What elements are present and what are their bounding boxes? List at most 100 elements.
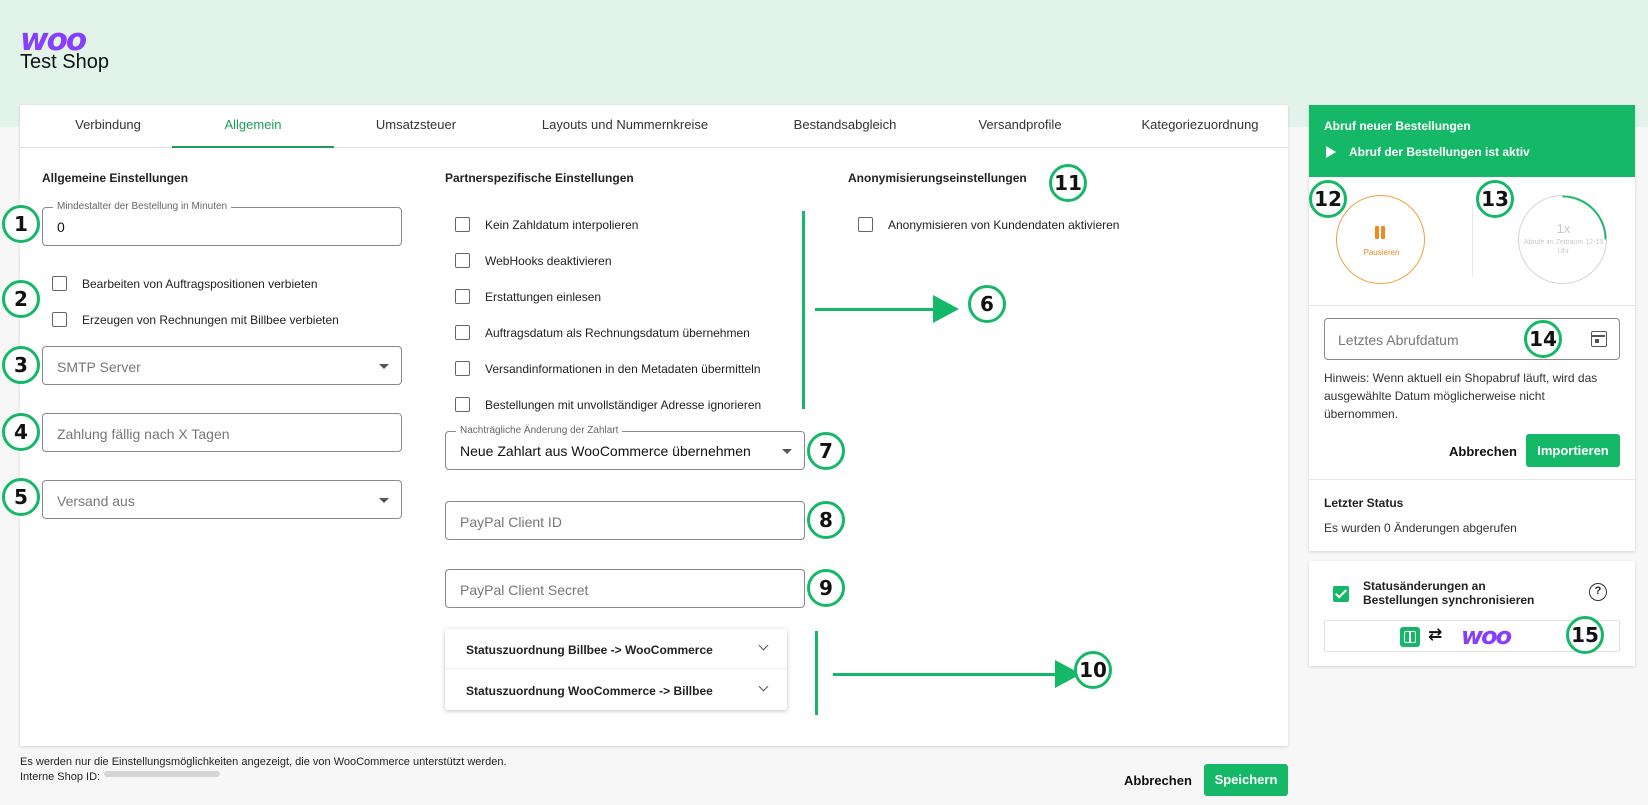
paypal-id-placeholder: PayPal Client ID <box>460 514 562 530</box>
annotation-arrow-line <box>833 673 1059 676</box>
calendar-icon[interactable] <box>1591 331 1607 347</box>
divider <box>1309 305 1635 306</box>
partner-settings-title: Partnerspezifische Einstellungen <box>445 171 634 185</box>
anon-checkbox[interactable] <box>858 217 873 232</box>
checkbox-label: Versandinformationen in den Metadaten üb… <box>485 362 761 376</box>
fetch-count-gauge: 1x Abrufe im Zeitraum 12-15 Uhr <box>1518 195 1607 284</box>
badge-11: 11 <box>1049 164 1087 202</box>
payment-change-label: Nachträgliche Änderung der Zahlart <box>456 425 623 437</box>
accordion-item-billbee-to-woo[interactable]: Statuszuordnung Billbee -> WooCommerce <box>445 629 787 669</box>
badge-10: 10 <box>1074 651 1112 689</box>
side-cancel-button[interactable]: Abbrechen <box>1449 444 1517 459</box>
checkbox-label: Kein Zahldatum interpolieren <box>485 218 639 232</box>
annotation-arrow-line <box>815 308 935 311</box>
gauge-arc <box>1561 195 1606 240</box>
status-mapping-accordion: Statuszuordnung Billbee -> WooCommerce S… <box>445 629 787 710</box>
sync-direction-strip: ⇄ woo <box>1324 620 1620 652</box>
checkbox[interactable] <box>455 361 470 376</box>
save-button[interactable]: Speichern <box>1204 764 1288 796</box>
fetch-hint: Hinweis: Wenn aktuell ein Shopabruf läuf… <box>1324 371 1598 421</box>
badge-12: 12 <box>1309 180 1347 218</box>
tab-verbindung[interactable]: Verbindung <box>75 117 141 132</box>
badge-8: 8 <box>807 501 845 539</box>
badge-6: 6 <box>968 285 1006 323</box>
checkbox-label: Auftragsdatum als Rechnungsdatum überneh… <box>485 326 750 340</box>
tab-kategoriezuordnung[interactable]: Kategoriezuordnung <box>1141 117 1259 132</box>
cancel-button[interactable]: Abbrechen <box>1124 773 1192 788</box>
last-status-title: Letzter Status <box>1324 496 1404 510</box>
sync-label: Statusänderungen an Bestellungen synchro… <box>1363 579 1535 607</box>
annotation-bracket <box>802 211 805 409</box>
fetch-count-caption: Abrufe im Zeitraum 12-15 Uhr <box>1523 239 1604 255</box>
ship-from-placeholder: Versand aus <box>57 493 135 509</box>
pause-button[interactable]: Pausieren <box>1336 195 1425 284</box>
accordion-label: Statuszuordnung WooCommerce -> Billbee <box>466 684 713 698</box>
tab-layouts[interactable]: Layouts und Nummernkreise <box>541 117 709 132</box>
tab-umsatzsteuer[interactable]: Umsatzsteuer <box>375 117 457 132</box>
smtp-placeholder: SMTP Server <box>57 359 141 375</box>
checkbox[interactable] <box>455 217 470 232</box>
min-age-label: Mindestalter der Bestellung in Minuten <box>53 201 232 213</box>
accordion-item-woo-to-billbee[interactable]: Statuszuordnung WooCommerce -> Billbee <box>445 670 787 710</box>
accordion-label: Statuszuordnung Billbee -> WooCommerce <box>466 643 713 657</box>
import-button[interactable]: Importieren <box>1526 434 1620 467</box>
badge-1: 1 <box>2 205 40 243</box>
divider <box>1472 205 1473 277</box>
tab-allgemein[interactable]: Allgemein <box>172 105 334 148</box>
arrow-right-icon <box>933 295 959 323</box>
caret-down-icon <box>782 449 792 454</box>
payment-due-input[interactable]: Zahlung fällig nach X Tagen <box>42 413 402 452</box>
fetch-orders-card: Abruf neuer Bestellungen Abruf der Beste… <box>1309 105 1635 551</box>
badge-15: 15 <box>1566 616 1604 654</box>
chevron-down-icon <box>758 681 769 692</box>
general-settings-title: Allgemeine Einstellungen <box>42 171 189 185</box>
help-icon[interactable]: ? <box>1589 583 1607 601</box>
play-icon <box>1326 146 1336 158</box>
badge-3: 3 <box>2 346 40 384</box>
swap-arrows-icon: ⇄ <box>1428 625 1443 645</box>
checkbox[interactable] <box>455 289 470 304</box>
paypal-secret-placeholder: PayPal Client Secret <box>460 582 589 598</box>
last-status-text: Es wurden 0 Änderungen abgerufen <box>1324 521 1517 535</box>
anon-checkbox-label: Anonymisieren von Kundendaten aktivieren <box>888 218 1120 232</box>
fetch-status: Abruf der Bestellungen ist aktiv <box>1349 145 1530 159</box>
woo-logo: woo <box>20 22 87 58</box>
edit-positions-checkbox[interactable] <box>52 276 67 291</box>
tab-bestandsabgleich[interactable]: Bestandsabgleich <box>793 117 897 132</box>
fetch-header-title: Abruf neuer Bestellungen <box>1324 119 1471 133</box>
payment-change-value: Neue Zahlart aus WooCommerce übernehmen <box>460 443 751 459</box>
shop-id-redacted <box>104 771 220 777</box>
pause-label: Pausieren <box>1363 248 1400 257</box>
checkbox[interactable] <box>455 253 470 268</box>
checkbox[interactable] <box>455 397 470 412</box>
fetch-header: Abruf neuer Bestellungen Abruf der Beste… <box>1309 105 1635 177</box>
payment-due-placeholder: Zahlung fällig nach X Tagen <box>57 426 230 442</box>
badge-5: 5 <box>2 478 40 516</box>
fetch-count-value: 1x <box>1556 221 1571 236</box>
chevron-down-icon <box>758 640 769 651</box>
last-fetch-date-input[interactable]: Letztes Abrufdatum <box>1324 318 1620 360</box>
footer-note: Es werden nur die Einstellungsmöglichkei… <box>20 756 507 768</box>
caret-down-icon <box>379 364 389 369</box>
badge-14: 14 <box>1524 320 1562 358</box>
paypal-client-secret-input[interactable]: PayPal Client Secret <box>445 569 805 608</box>
checkbox-label: WebHooks deaktivieren <box>485 254 612 268</box>
create-invoices-label: Erzeugen von Rechnungen mit Billbee verb… <box>82 313 339 327</box>
smtp-server-select[interactable]: SMTP Server <box>42 346 402 385</box>
checkbox[interactable] <box>455 325 470 340</box>
payment-change-select[interactable]: Nachträgliche Änderung der Zahlart Neue … <box>445 425 805 470</box>
badge-2: 2 <box>2 280 40 318</box>
last-fetch-placeholder: Letztes Abrufdatum <box>1338 332 1459 348</box>
badge-13: 13 <box>1476 180 1514 218</box>
ship-from-select[interactable]: Versand aus <box>42 480 402 519</box>
divider <box>1309 479 1635 480</box>
tab-versandprofile[interactable]: Versandprofile <box>978 117 1062 132</box>
caret-down-icon <box>379 498 389 503</box>
annotation-bracket <box>815 631 818 715</box>
badge-9: 9 <box>807 569 845 607</box>
min-age-field[interactable]: Mindestalter der Bestellung in Minuten 0 <box>42 201 402 246</box>
sync-checkbox[interactable] <box>1333 586 1349 602</box>
create-invoices-checkbox[interactable] <box>52 312 67 327</box>
shop-name: Test Shop <box>20 51 109 73</box>
paypal-client-id-input[interactable]: PayPal Client ID <box>445 501 805 540</box>
